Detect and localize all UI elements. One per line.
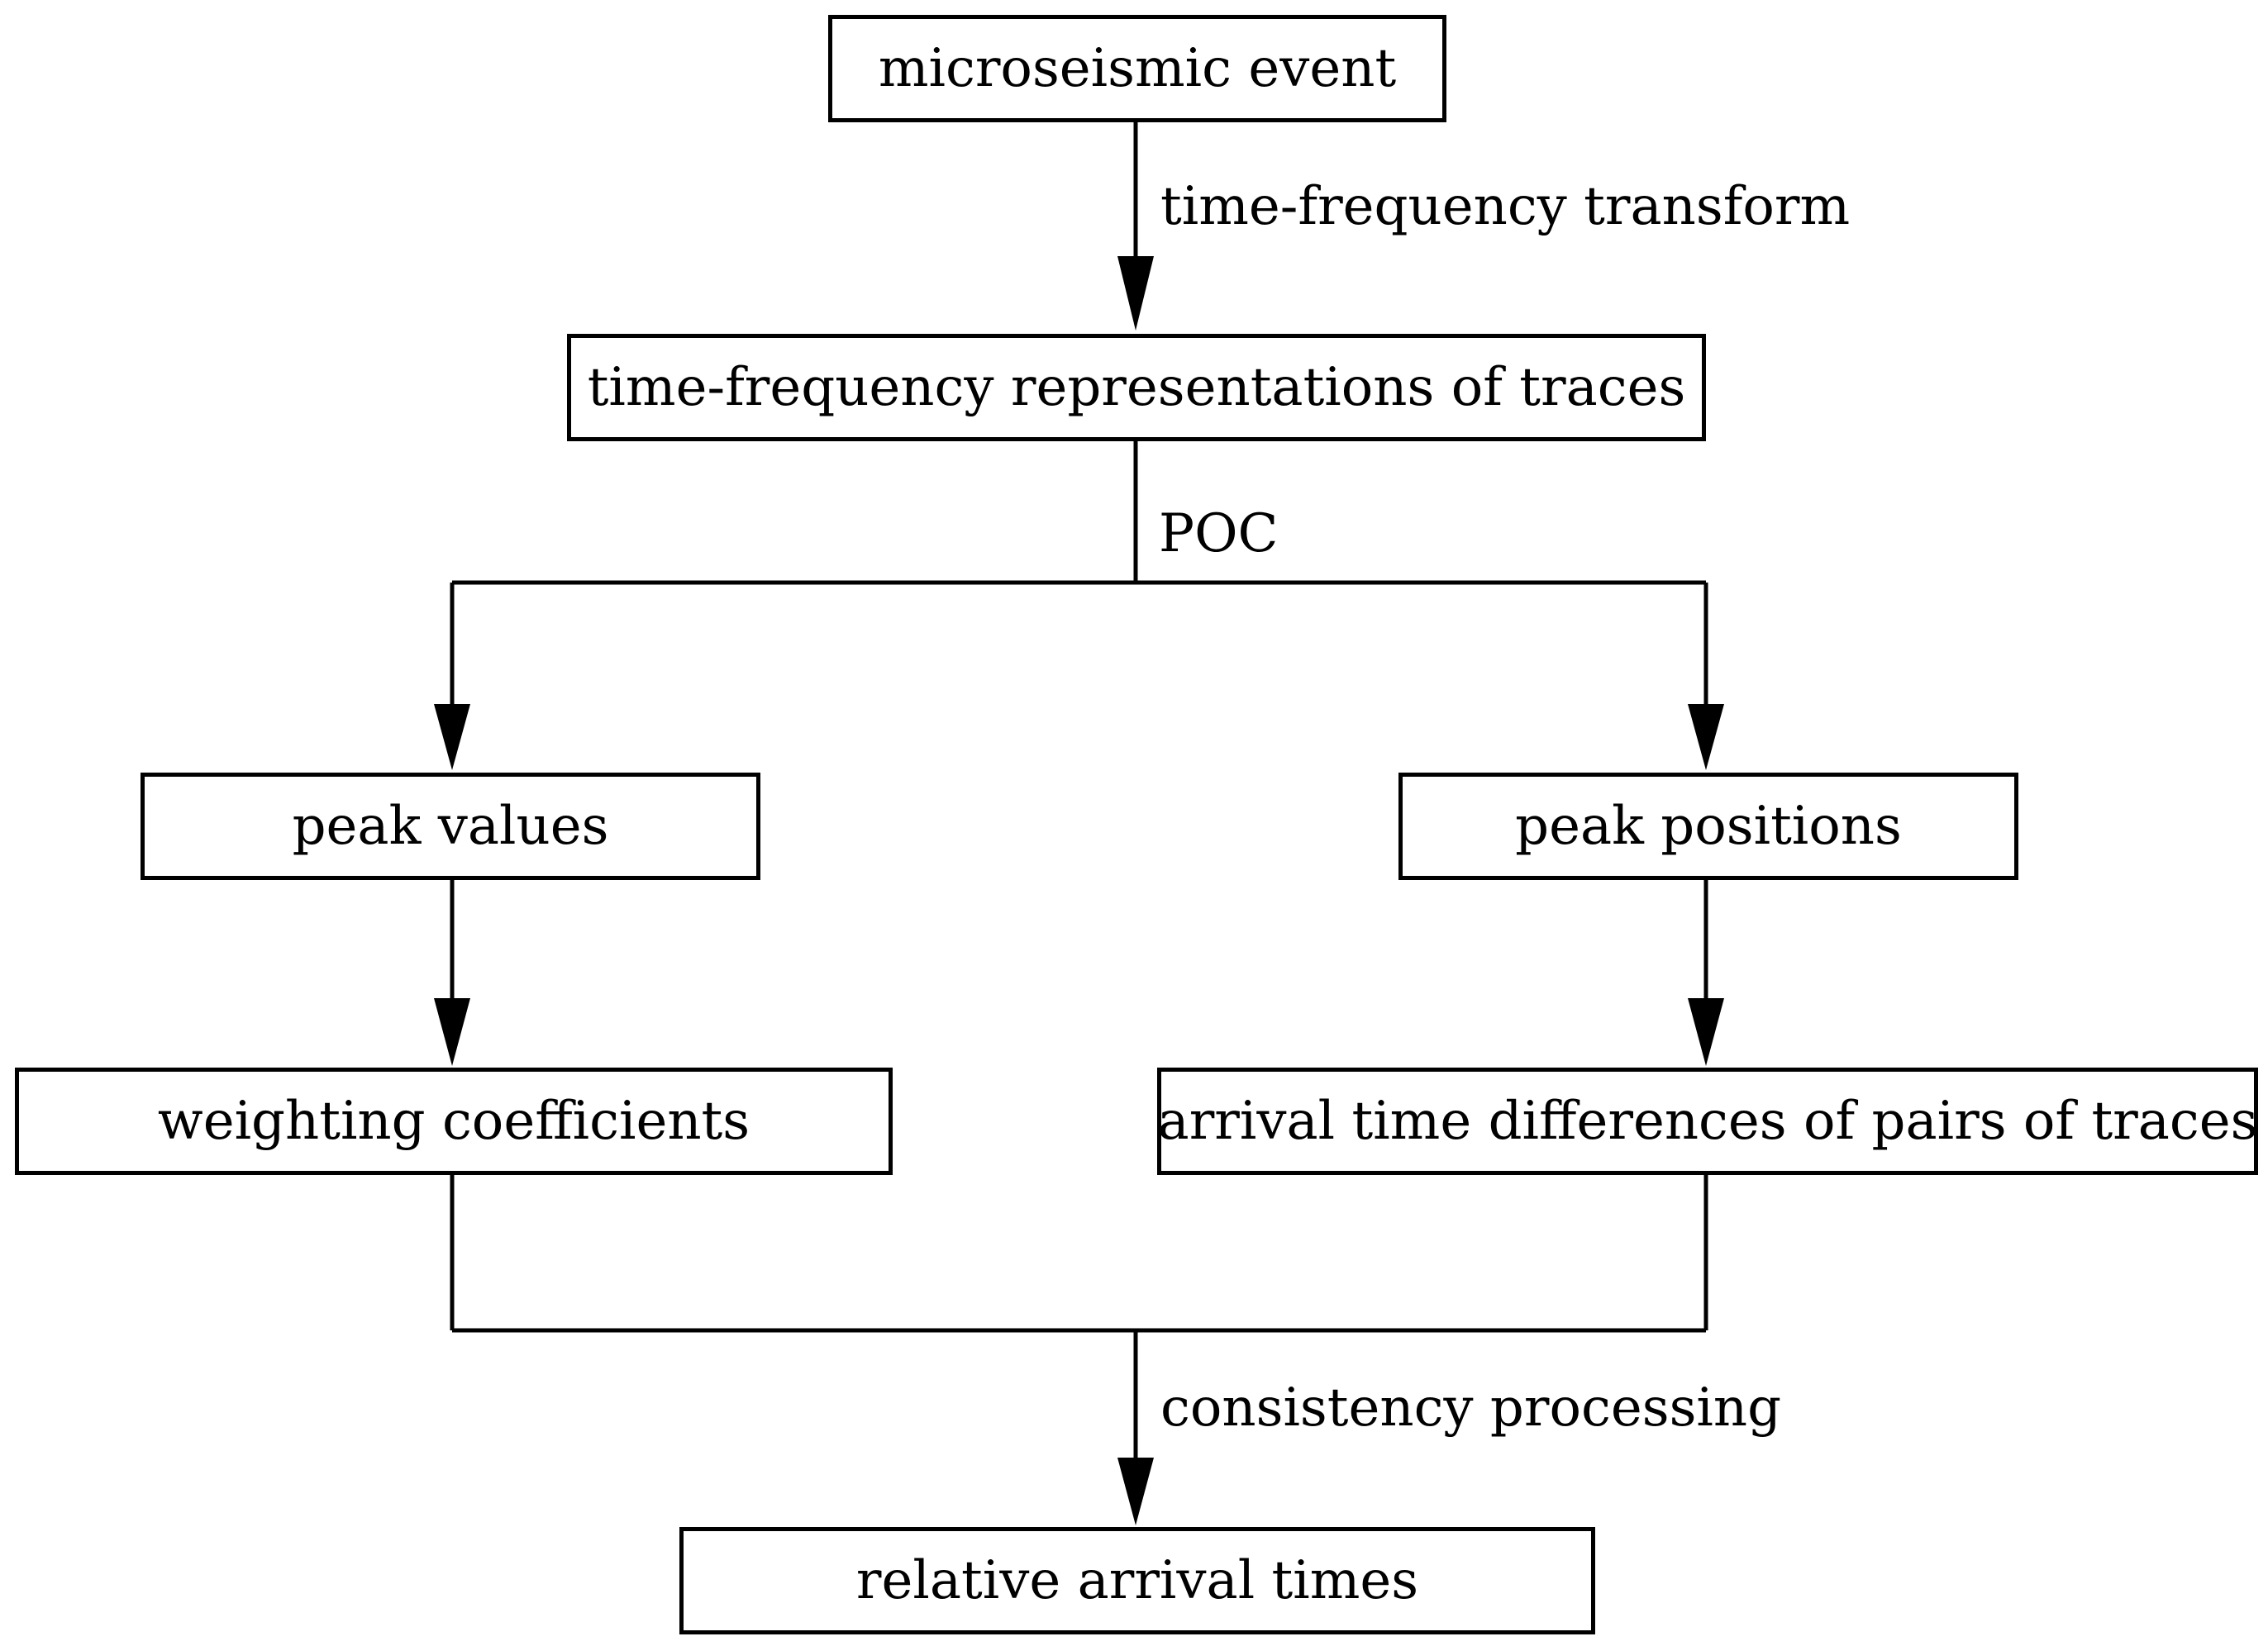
node-microseismic-event: microseismic event	[828, 15, 1446, 122]
arrowhead-consistency	[1117, 1458, 1154, 1525]
arrowhead-to-peak-positions	[1688, 704, 1724, 770]
edge-label-poc: POC	[1159, 503, 1279, 564]
arrowhead-to-weighting	[434, 998, 470, 1066]
node-label: relative arrival times	[855, 1550, 1419, 1611]
node-peak-positions: peak positions	[1398, 773, 2018, 880]
node-label: microseismic event	[878, 38, 1397, 99]
edge-label-tf-transform: time-frequency transform	[1160, 176, 1851, 237]
node-weighting-coefficients: weighting coefficients	[15, 1068, 893, 1175]
node-label: peak positions	[1515, 796, 1902, 857]
node-relative-arrival-times: relative arrival times	[679, 1527, 1595, 1634]
node-label: arrival time differences of pairs of tra…	[1157, 1091, 2258, 1152]
arrowhead-tf-transform	[1117, 256, 1154, 331]
arrowhead-to-arrival-diff	[1688, 998, 1724, 1066]
arrowhead-to-peak-values	[434, 704, 470, 770]
node-arrival-time-differences: arrival time differences of pairs of tra…	[1157, 1068, 2258, 1175]
node-peak-values: peak values	[141, 773, 760, 880]
node-tf-representations: time-frequency representations of traces	[567, 334, 1706, 441]
node-label: peak values	[292, 796, 609, 857]
edge-label-consistency: consistency processing	[1160, 1377, 1782, 1439]
node-label: weighting coefficients	[157, 1091, 750, 1152]
node-label: time-frequency representations of traces	[587, 357, 1686, 418]
